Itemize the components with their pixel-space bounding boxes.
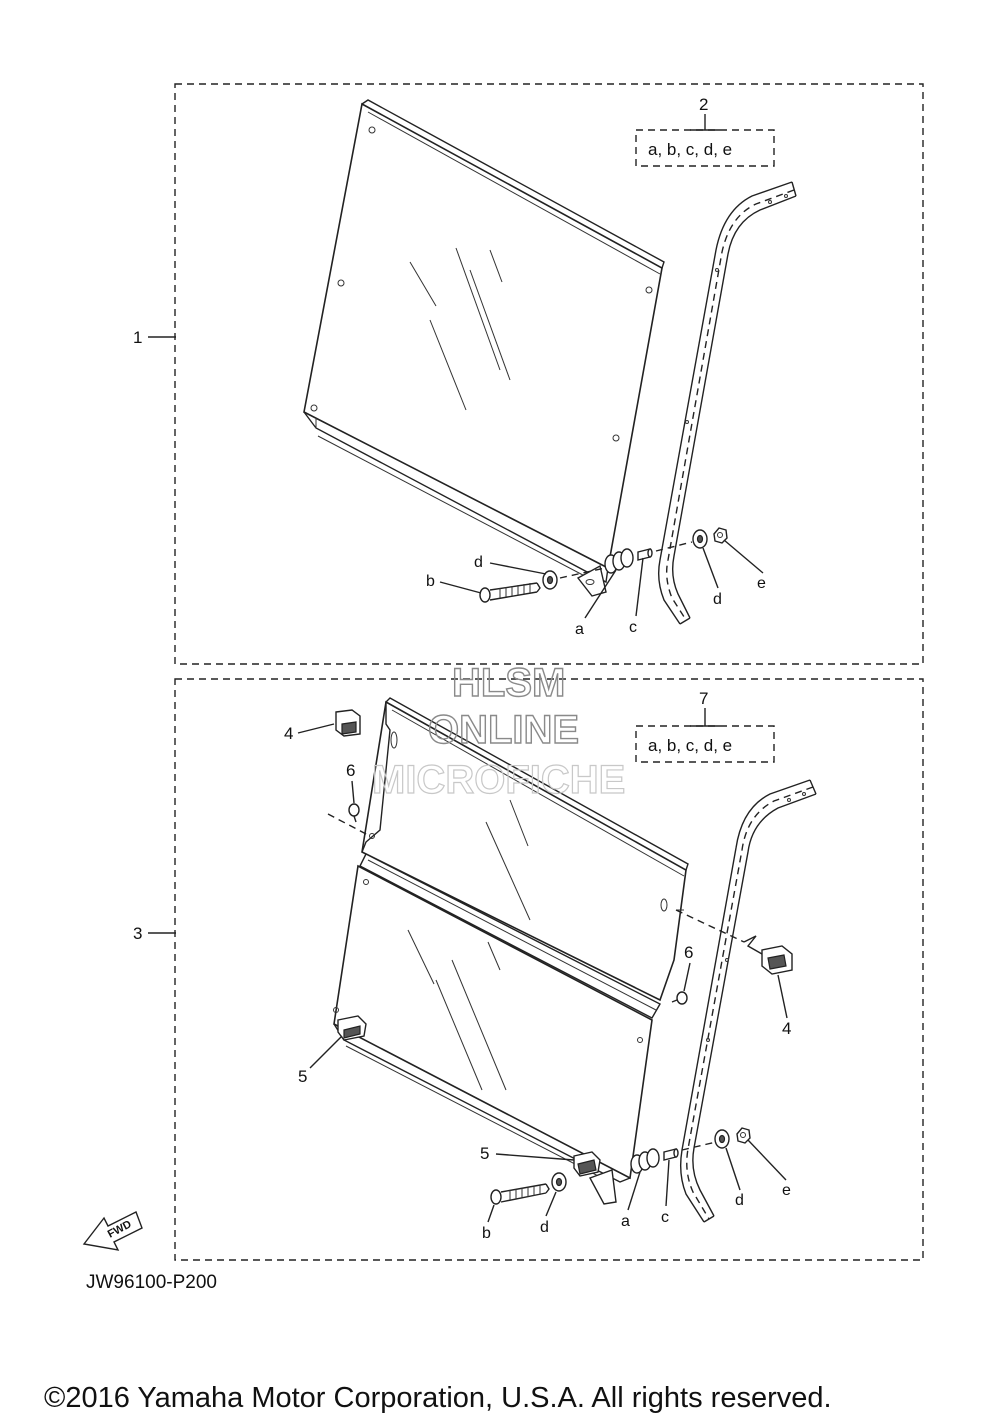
lower-hardware: [490, 1127, 751, 1205]
kit-box-lower: [635, 725, 775, 763]
copyright-footer: ©2016 Yamaha Motor Corporation, U.S.A. A…: [44, 1382, 832, 1414]
label-c-lower: c: [661, 1209, 669, 1226]
callout-1: 1: [133, 328, 142, 347]
upper-frame-rail: [657, 181, 797, 625]
assembly-3-frame: [174, 678, 924, 1261]
screw-6-right: [671, 991, 688, 1005]
grommet-a-lower: [630, 1148, 660, 1174]
label-d-lower-left: d: [540, 1219, 549, 1236]
bolt-b-lower: [490, 1183, 550, 1205]
callout-4-lower: 4: [782, 1019, 791, 1038]
lower-lower-glass-panel: [333, 864, 653, 1205]
washer-d-upper-right: [692, 529, 708, 549]
watermark-line-3: MICROFICHE: [372, 758, 625, 802]
label-a-upper: a: [575, 621, 584, 638]
label-a-lower: a: [621, 1213, 630, 1230]
fwd-arrow-icon: FWD: [82, 1211, 143, 1251]
clip-5-left: [337, 1015, 367, 1041]
assembly-1-frame: [174, 83, 924, 665]
callout-3: 3: [133, 924, 142, 943]
collar-c-upper: [637, 548, 653, 561]
callout-4-upper: 4: [284, 724, 293, 743]
label-b-upper: b: [426, 573, 435, 590]
callout-7: 7: [699, 689, 708, 708]
watermark-line-1: HLSM: [452, 661, 565, 705]
callout-5-left: 5: [298, 1067, 307, 1086]
kit-list-lower: a, b, c, d, e: [648, 736, 732, 755]
diagram-code: JW96100-P200: [86, 1272, 217, 1293]
clip-4-upper: [335, 709, 361, 737]
nut-e-lower: [736, 1127, 751, 1144]
clip-5-bottom: [573, 1151, 601, 1177]
upper-windshield-panel: [303, 99, 665, 597]
label-d-upper-left: d: [474, 554, 483, 571]
bolt-b-upper: [479, 582, 541, 603]
nut-e-upper: [713, 527, 728, 544]
callout-5-bottom: 5: [480, 1144, 489, 1163]
label-b-lower: b: [482, 1225, 491, 1242]
upper-hardware: [479, 527, 728, 603]
washer-d-lower-left: [551, 1172, 567, 1192]
kit-box-upper: [635, 129, 775, 167]
callout-2: 2: [699, 95, 708, 114]
label-e-lower: e: [782, 1182, 791, 1199]
callout-6-left: 6: [346, 761, 355, 780]
watermark: HLSM ONLINE MICROFICHE: [371, 660, 626, 802]
grommet-a-upper: [604, 548, 634, 574]
screw-6-left: [348, 803, 360, 823]
label-c-upper: c: [629, 619, 637, 636]
callout-6-right: 6: [684, 943, 693, 962]
label-d-lower-right: d: [735, 1192, 744, 1209]
collar-c-lower: [663, 1148, 679, 1161]
lower-frame-rail: [679, 779, 817, 1223]
label-d-upper-right: d: [713, 591, 722, 608]
clip-4-lower: [761, 945, 793, 975]
label-e-upper: e: [757, 575, 766, 592]
lower-upper-glass-panel: [361, 697, 689, 1002]
kit-list-upper: a, b, c, d, e: [648, 140, 732, 159]
washer-d-lower-right: [714, 1129, 730, 1149]
watermark-line-2: ONLINE: [428, 708, 579, 752]
lower-hinge-strip: [359, 853, 661, 1019]
washer-d-upper-left: [542, 570, 558, 590]
